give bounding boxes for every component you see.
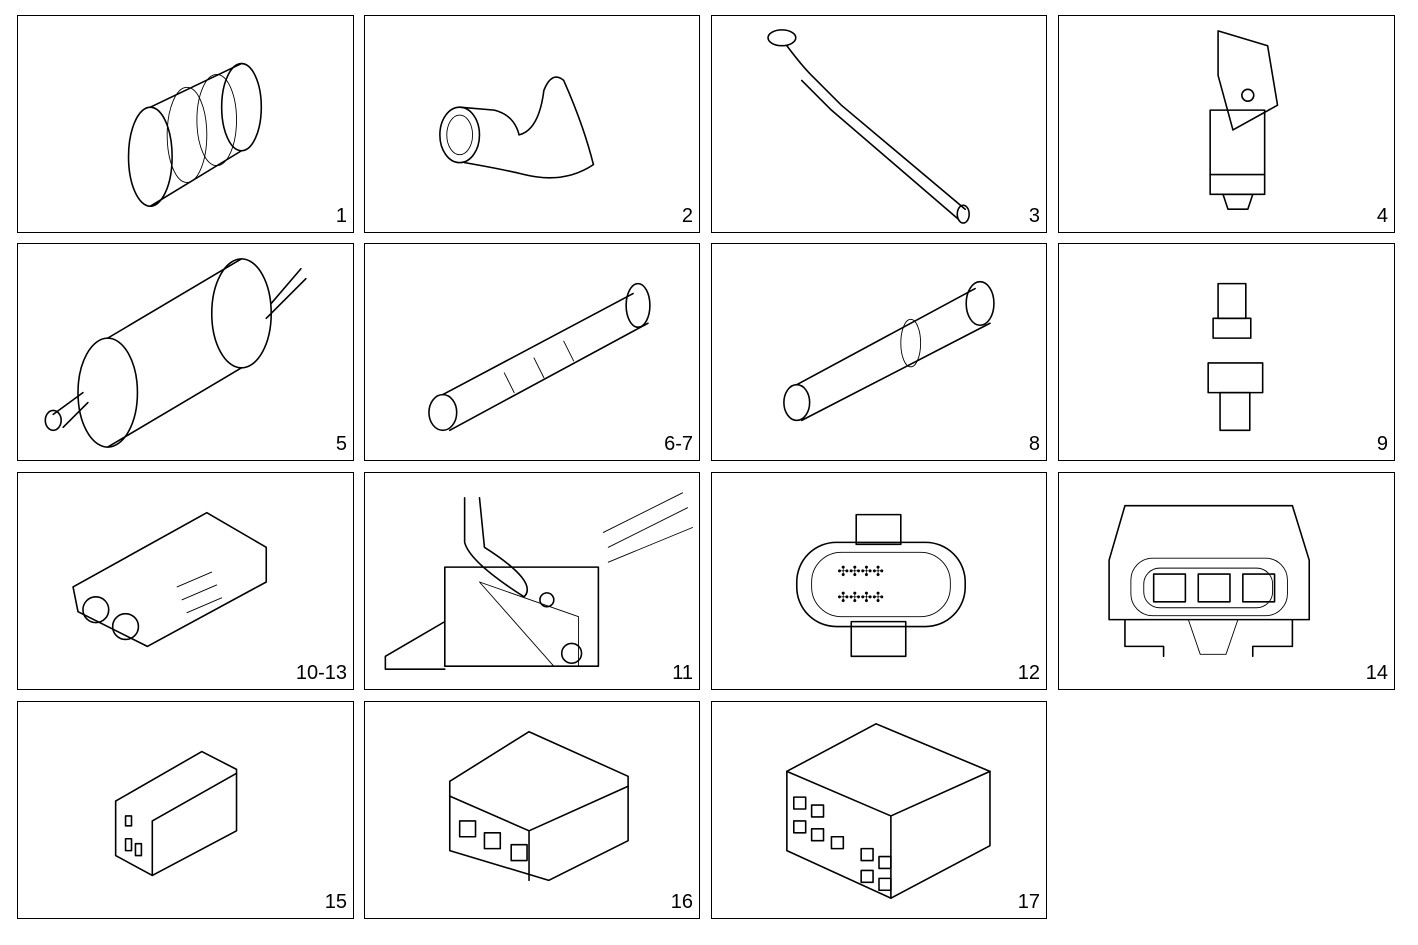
svg-text:✣✣✣✣: ✣✣✣✣ [837, 564, 884, 580]
panel-12: ✣✣✣✣ ✣✣✣✣ 12 [711, 472, 1047, 690]
panel-3: 3 [711, 15, 1047, 233]
pressure-sensor-icon [1207, 282, 1264, 432]
panel-label: 11 [672, 662, 693, 684]
panel-2: 2 [364, 15, 700, 233]
panel-label: 17 [1017, 891, 1040, 913]
ten-pin-connector-icon [786, 723, 991, 899]
corrugated-hose-connector-icon [428, 282, 651, 432]
panel-11: 11 [364, 472, 700, 690]
panel-label: 2 [681, 205, 693, 227]
panel-9: 9 [1058, 243, 1395, 461]
eight-pin-connector-icon: ✣✣✣✣ ✣✣✣✣ [795, 513, 966, 658]
hose-with-clip-icon [767, 29, 970, 224]
svg-text:✣✣✣✣: ✣✣✣✣ [837, 590, 884, 606]
hose-coupling-icon [127, 62, 263, 208]
panel-label: 12 [1017, 662, 1040, 684]
panel-label: 16 [670, 891, 693, 913]
fuel-filter-icon [1209, 30, 1279, 211]
panel-label: 1 [335, 205, 347, 227]
panel-6-7: 6-7 [364, 243, 700, 461]
panel-label: 3 [1028, 205, 1040, 227]
panel-label: 10-13 [295, 662, 347, 684]
panel-10-13: 10-13 [17, 472, 354, 690]
panel-4: 4 [1058, 15, 1395, 233]
panel-14: 14 [1058, 472, 1395, 690]
connector-with-lever-icon [384, 492, 693, 670]
panel-label: 8 [1028, 433, 1040, 455]
panel-16: 16 [364, 701, 700, 919]
panel-label: 14 [1365, 662, 1388, 684]
panel-1: 1 [17, 15, 354, 233]
inline-fuel-filter-icon [44, 258, 307, 448]
panel-label: 15 [324, 891, 347, 913]
panel-5: 5 [17, 243, 354, 461]
panel-label: 5 [335, 433, 347, 455]
panel-8: 8 [711, 243, 1047, 461]
three-way-connector-icon [448, 730, 629, 882]
panel-label: 9 [1376, 433, 1388, 455]
two-pin-connector-icon [72, 511, 268, 648]
panel-label: 6-7 [664, 433, 693, 455]
rubber-grommet-icon [439, 76, 595, 179]
panel-15: 15 [17, 701, 354, 919]
panel-17: 17 [711, 701, 1047, 919]
three-pin-connector-icon [1108, 504, 1311, 658]
two-row-connector-icon [114, 750, 238, 877]
panel-label: 4 [1376, 205, 1388, 227]
threaded-connector-icon [783, 280, 995, 422]
